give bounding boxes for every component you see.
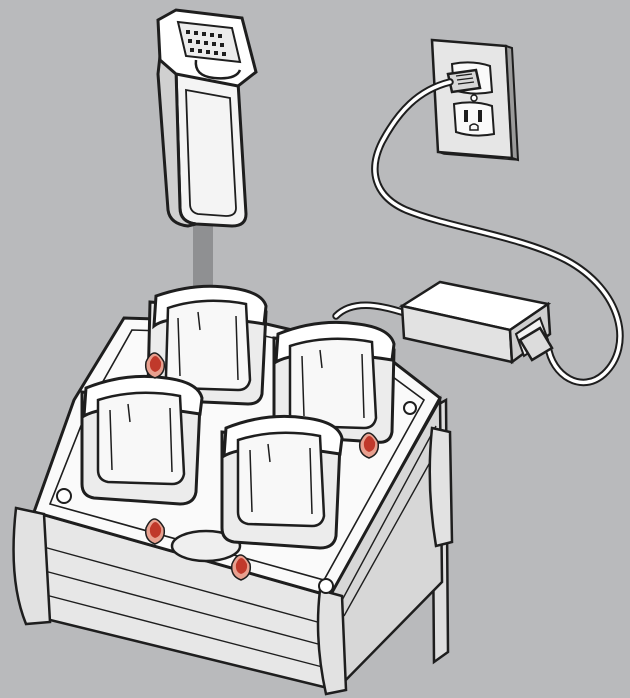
charger-foot-front-left [14, 508, 50, 624]
power-supply-brick [402, 282, 552, 362]
charger-foot-back-right [430, 428, 452, 546]
battery-pack [158, 10, 256, 226]
wall-outlet [432, 40, 518, 160]
outlet-slot-left [464, 110, 468, 122]
charger-slot [222, 416, 342, 548]
charger-mounting-hole [57, 489, 71, 503]
charger-slot [82, 376, 202, 504]
charger-foot-front-right [318, 590, 346, 694]
outlet-screw [471, 95, 477, 101]
charger-mounting-hole [404, 402, 416, 414]
outlet-slot-right [478, 110, 482, 122]
arrow-shaft [193, 224, 213, 290]
battery-connector-block [178, 22, 240, 62]
charger-mounting-hole [319, 579, 333, 593]
